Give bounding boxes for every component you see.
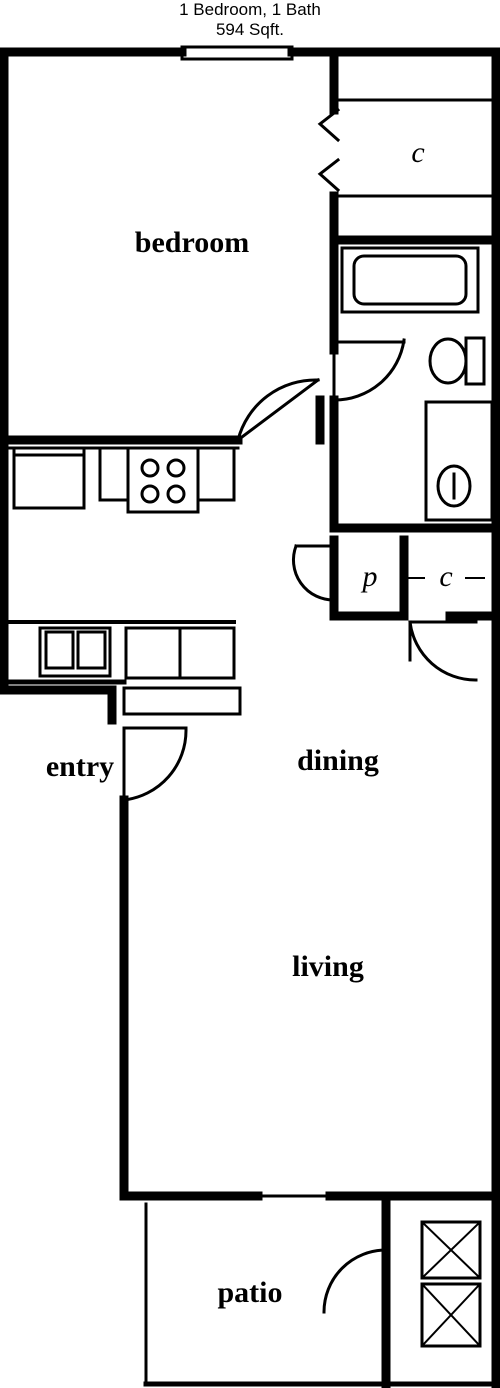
kitchen-upper (2, 446, 240, 514)
dining-label: dining (297, 744, 379, 777)
mid-closet-label: c (439, 560, 452, 593)
bathroom (329, 246, 500, 533)
top-closet (317, 98, 498, 198)
living-label: living (292, 950, 364, 983)
plan-header: 1 Bedroom, 1 Bath 594 Sqft. (0, 0, 500, 40)
exterior-walls (0, 47, 500, 1388)
pantry-closet (291, 535, 500, 682)
top-closet-label: c (411, 136, 424, 169)
top-window (180, 45, 294, 61)
pantry-label: p (361, 560, 378, 593)
entry-label: entry (46, 750, 114, 783)
patio-label: patio (217, 1276, 282, 1309)
plan-title: 1 Bedroom, 1 Bath (179, 0, 321, 19)
bedroom-walls (0, 47, 500, 533)
patio (143, 1194, 499, 1388)
kitchen-lower (1, 620, 242, 716)
bedroom-label: bedroom (135, 226, 249, 259)
bedroom-door (235, 377, 321, 443)
entry-door (122, 726, 188, 802)
plan-area: 594 Sqft. (215, 20, 285, 39)
